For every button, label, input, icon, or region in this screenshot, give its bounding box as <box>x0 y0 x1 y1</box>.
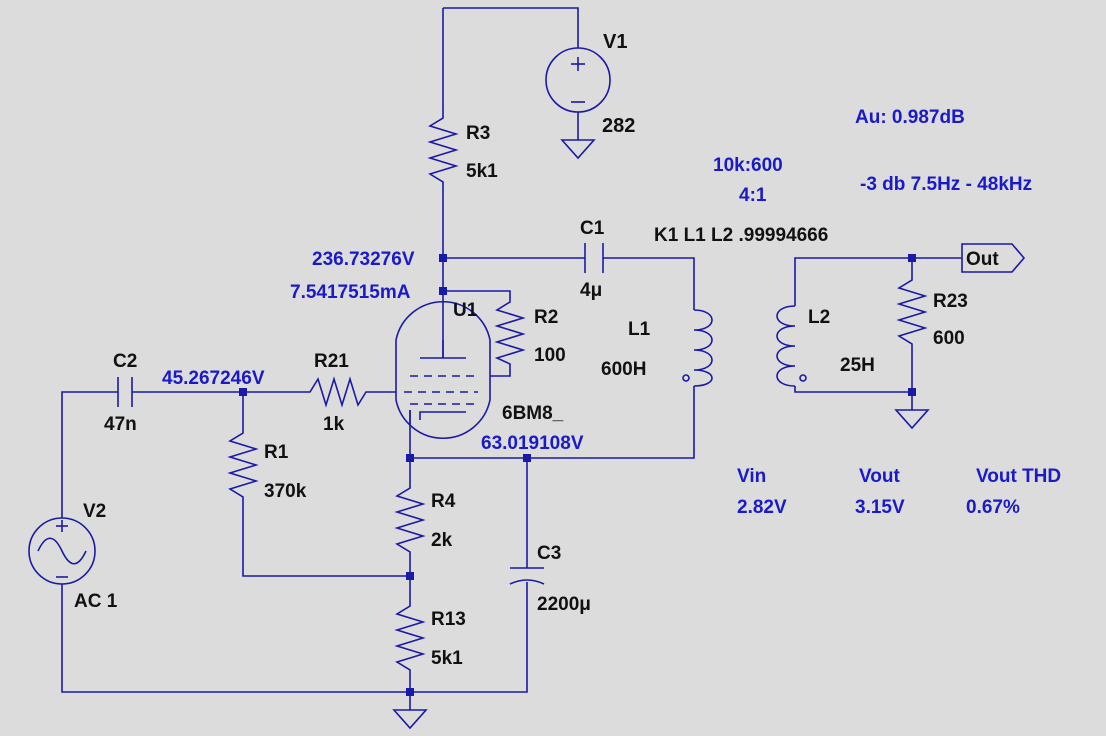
secondary-ground-symbol <box>894 409 930 430</box>
main-ground-symbol <box>392 709 428 730</box>
v2-ac-source[interactable] <box>28 517 96 585</box>
junction-dot <box>406 572 414 580</box>
wire-v2-to-c2 <box>61 391 118 518</box>
v1-dc-source[interactable] <box>545 47 611 113</box>
r23-resistor[interactable] <box>896 272 928 352</box>
junction-dot <box>908 254 916 262</box>
r4-name-label: R4 <box>431 491 456 512</box>
c3-capacitor[interactable] <box>509 567 545 585</box>
c3-name-label: C3 <box>537 543 561 564</box>
r21-value-label: 1k <box>323 414 345 435</box>
r21-name-label: R21 <box>314 351 349 372</box>
junction-dot <box>406 688 414 696</box>
junction-dot <box>406 454 414 462</box>
c2-value-label: 47n <box>104 414 137 435</box>
ratio-annotation: 10k:600 <box>713 155 783 176</box>
v1-ground-symbol <box>560 139 596 160</box>
wires <box>61 7 962 710</box>
junction-dot <box>239 388 247 396</box>
wire-v1-top <box>443 7 579 48</box>
out-port-flag[interactable] <box>961 243 1026 273</box>
junction-dot <box>523 454 531 462</box>
gain-annotation: Au: 0.987dB <box>855 107 965 128</box>
thd-label: Vout THD <box>976 466 1061 487</box>
vout-value: 3.15V <box>855 497 905 518</box>
thd-value: 0.67% <box>966 497 1020 518</box>
r2-value-label: 100 <box>534 345 566 366</box>
c2-capacitor[interactable] <box>117 377 133 407</box>
r13-name-label: R13 <box>431 609 466 630</box>
wire-r2-bottom <box>490 370 511 377</box>
wire-l2-top <box>794 257 912 306</box>
u1-tube[interactable] <box>395 301 491 439</box>
u1-value-label: 6BM8_ <box>502 403 564 424</box>
wire-r2-top <box>443 290 511 296</box>
l1-value-label: 600H <box>601 359 646 380</box>
r2-resistor[interactable] <box>494 296 526 370</box>
l1-inductor[interactable] <box>682 306 713 387</box>
vin-value: 2.82V <box>737 497 787 518</box>
r23-value-label: 600 <box>933 328 965 349</box>
r23-name-label: R23 <box>933 291 968 312</box>
r1-resistor[interactable] <box>227 425 259 505</box>
r1-name-label: R1 <box>264 442 289 463</box>
grid-voltage-label: 45.267246V <box>162 368 265 389</box>
bandwidth-annotation: -3 db 7.5Hz - 48kHz <box>860 174 1032 195</box>
l2-name-label: L2 <box>808 307 830 328</box>
u1-name-label: U1 <box>453 300 478 321</box>
c2-name-label: C2 <box>113 351 137 372</box>
l1-name-label: L1 <box>628 319 651 340</box>
r2-name-label: R2 <box>534 307 558 328</box>
coupling-annotation: K1 L1 L2 .99994666 <box>654 225 828 246</box>
r4-value-label: 2k <box>431 530 453 551</box>
plate-current-label: 7.5417515mA <box>290 282 411 303</box>
r3-value-label: 5k1 <box>466 161 498 182</box>
wire-c1-to-l1 <box>603 257 695 306</box>
v1-name-label: V1 <box>603 31 627 53</box>
wire-l2-bottom <box>794 386 912 393</box>
r13-value-label: 5k1 <box>431 648 463 669</box>
l2-value-label: 25H <box>840 355 875 376</box>
out-label: Out <box>966 249 999 270</box>
plate-voltage-label: 236.73276V <box>312 249 415 270</box>
cathode-voltage-label: 63.019108V <box>481 433 584 454</box>
junction-dot <box>439 287 447 295</box>
r3-resistor[interactable] <box>427 108 459 190</box>
wire-r1-bottom <box>242 505 410 577</box>
turns-annotation: 4:1 <box>739 185 767 206</box>
r4-resistor[interactable] <box>394 480 426 560</box>
r1-value-label: 370k <box>264 481 307 502</box>
wire-l1-to-cathode <box>410 386 695 459</box>
l2-inductor[interactable] <box>776 305 807 387</box>
wire-c3-bottom <box>410 582 528 693</box>
c3-value-label: 2200μ <box>537 594 591 615</box>
vout-label: Vout <box>859 466 900 487</box>
r3-name-label: R3 <box>466 123 490 144</box>
vin-label: Vin <box>737 466 766 487</box>
v2-value-label: AC 1 <box>74 591 118 612</box>
c1-name-label: C1 <box>580 218 605 239</box>
c1-capacitor[interactable] <box>584 243 604 273</box>
c1-value-label: 4μ <box>580 280 602 301</box>
junctions <box>239 254 916 696</box>
v1-value-label: 282 <box>602 115 635 137</box>
r13-resistor[interactable] <box>394 598 426 678</box>
r21-resistor[interactable] <box>300 376 372 408</box>
junction-dot <box>439 254 447 262</box>
junction-dot <box>908 388 916 396</box>
wire-v2-bottom <box>61 584 410 693</box>
v2-name-label: V2 <box>83 501 106 522</box>
